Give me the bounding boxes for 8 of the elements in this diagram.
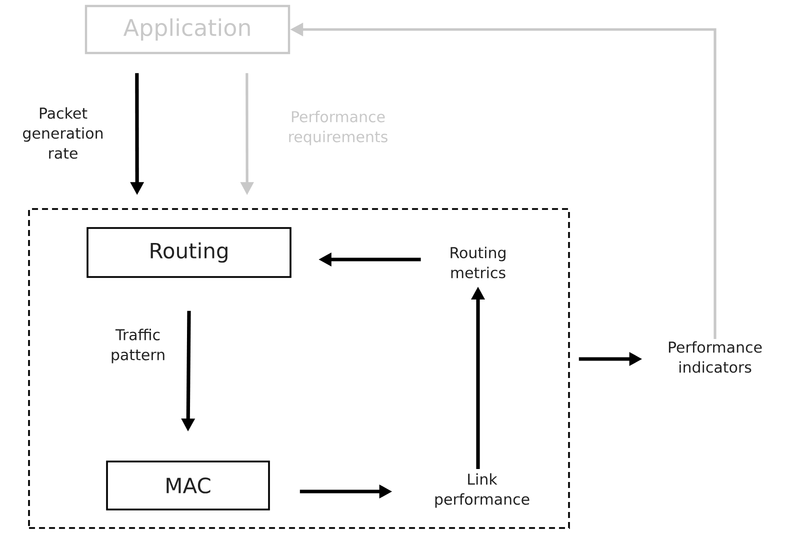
process-box: Routing: [86, 227, 292, 278]
node-text: Routing metrics: [450, 246, 506, 278]
node-text: Performance indicators: [668, 341, 762, 373]
node-text: Link performance: [435, 473, 530, 508]
process-box: MAC: [106, 460, 270, 510]
dashed-container: [28, 208, 570, 529]
edge-label: Traffic pattern: [112, 328, 164, 364]
edge-label: Packet generation rate: [23, 107, 103, 159]
